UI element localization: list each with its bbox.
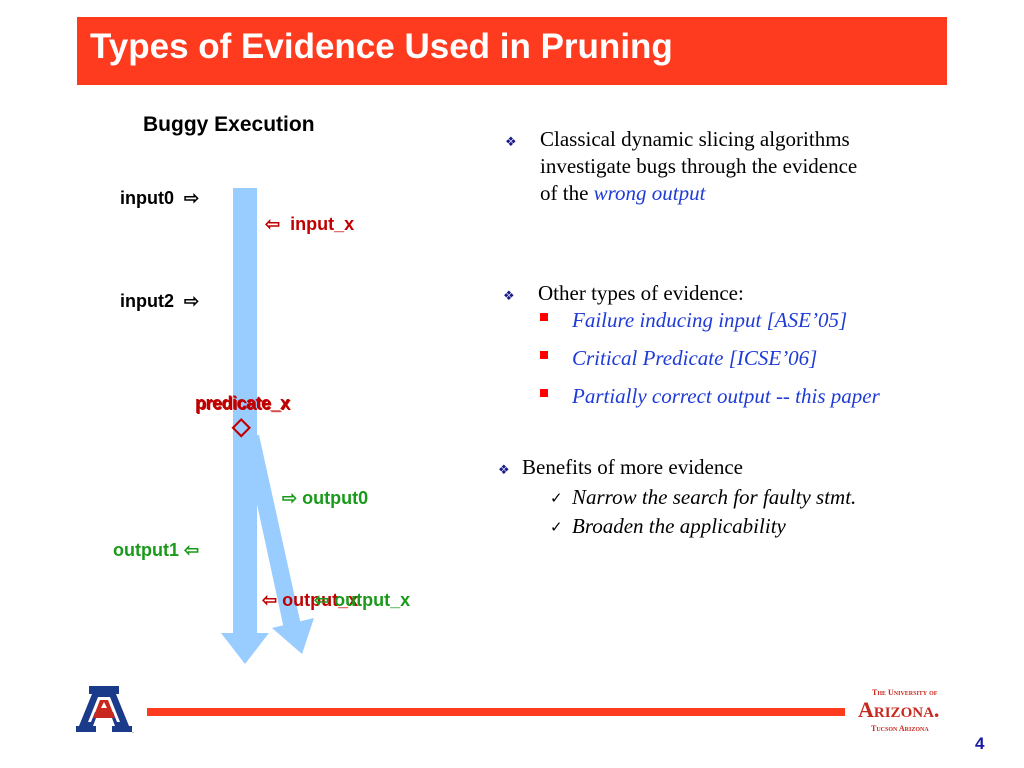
- bullet-other-evidence: Other types of evidence:: [538, 281, 744, 305]
- square-bullet-icon: [540, 351, 548, 359]
- bullet-diamond-icon: ❖: [498, 462, 510, 477]
- bullet-diamond-icon: ❖: [505, 134, 517, 149]
- square-bullet-icon: [540, 389, 548, 397]
- diamond-icon: ◇: [232, 413, 251, 440]
- check-icon: ✓: [550, 490, 563, 507]
- input-x-label: ⇦ input_x: [265, 214, 355, 234]
- output1-label: output1 ⇦: [113, 540, 200, 560]
- university-name-line1: The University of: [872, 688, 938, 697]
- input0-label: input0 ⇨: [120, 188, 200, 208]
- footer-divider: [147, 708, 845, 716]
- university-name-wordmark: Arizona.: [858, 697, 940, 722]
- university-name-line3: Tucson Arizona: [871, 724, 929, 733]
- execution-arrows: [221, 188, 314, 664]
- predicate-x-label: predicate_x: [195, 393, 290, 413]
- title-bar: Types of Evidence Used in Pruning: [77, 17, 947, 85]
- benefit-broaden-applicability: Broaden the applicability: [572, 514, 786, 538]
- bullet-classical-slicing: Classical dynamic slicing algorithms inv…: [540, 127, 858, 205]
- university-logo: .: [76, 686, 134, 734]
- benefit-narrow-search: Narrow the search for faulty stmt.: [572, 485, 857, 509]
- main-execution-arrow-head: [221, 633, 269, 664]
- slide-title: Types of Evidence Used in Pruning: [90, 27, 673, 66]
- diverging-arrow-head: [272, 618, 314, 654]
- predicate-x-label-shadow: predicate_x: [196, 394, 291, 414]
- evidence-item-failure-input: Failure inducing input [ASE’05]: [572, 308, 848, 332]
- evidence-item-critical-predicate: Critical Predicate [ICSE’06]: [572, 346, 818, 370]
- output-x-label-green: ⇦ output_x: [314, 590, 411, 610]
- check-icon: ✓: [550, 519, 563, 536]
- diagram-heading: Buggy Execution: [143, 113, 315, 136]
- bullet-diamond-icon: ❖: [503, 288, 515, 303]
- page-number: 4: [975, 734, 985, 753]
- svg-text:.: .: [132, 726, 134, 734]
- main-execution-arrow-shaft: [233, 188, 257, 633]
- input2-label: input2 ⇨: [120, 291, 200, 311]
- evidence-item-partially-correct: Partially correct output -- this paper: [572, 384, 880, 408]
- output0-label: ⇨ output0: [282, 488, 369, 508]
- square-bullet-icon: [540, 313, 548, 321]
- diverging-arrow-shaft: [242, 435, 301, 629]
- bullet-benefits: Benefits of more evidence: [522, 455, 743, 479]
- output-x-label-red: ⇦ output_x: [262, 590, 359, 610]
